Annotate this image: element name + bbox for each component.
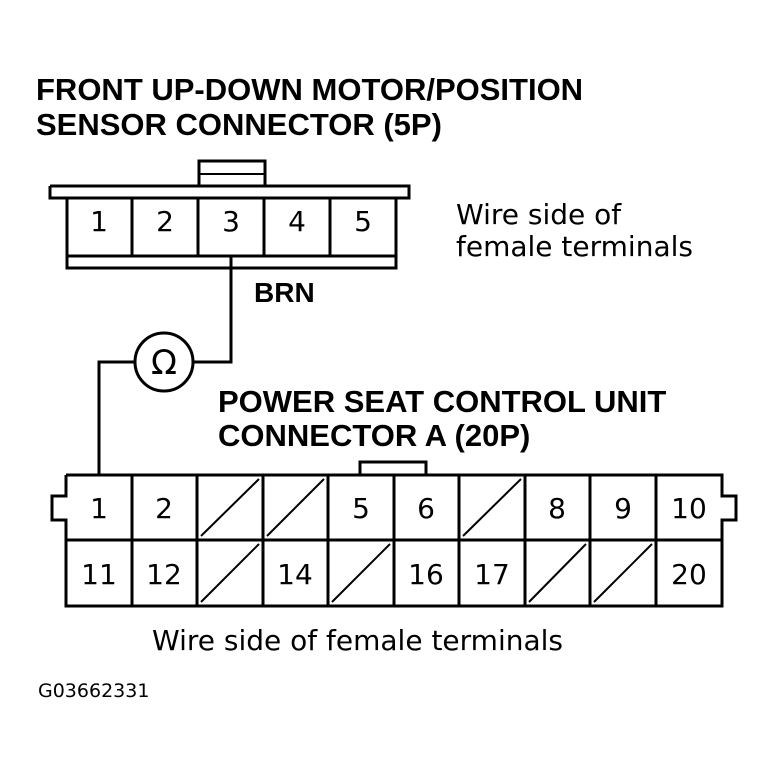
connector-20p-pin-10: 10 — [671, 492, 707, 525]
connector-20p-pin-9: 9 — [614, 492, 632, 525]
empty-cavity-3 — [200, 478, 260, 537]
connector-20p-side-label: Wire side of female terminals — [152, 624, 563, 657]
connector-20p-pin-14: 14 — [277, 558, 313, 591]
wire-color-label: BRN — [254, 277, 315, 308]
empty-cavity-19 — [593, 543, 653, 603]
connector-20p-title-line1: POWER SEAT CONTROL UNIT — [218, 384, 666, 419]
connector-20p-pin-2: 2 — [155, 492, 173, 525]
connector-20p-pin-8: 8 — [548, 492, 566, 525]
connector-20p-pin-1: 1 — [90, 492, 108, 525]
wire-brn — [194, 256, 233, 364]
connector-5p-pin-4: 4 — [288, 205, 306, 238]
empty-cavity-18 — [528, 543, 587, 603]
connector-20p-pin-6: 6 — [417, 492, 435, 525]
connector-5p-side-label-line1: Wire side of — [456, 198, 622, 231]
connector-20p-pin-17: 17 — [474, 558, 510, 591]
connector-5p-title-line2: SENSOR CONNECTOR (5P) — [36, 107, 442, 142]
connector-20p-pin-16: 16 — [408, 558, 444, 591]
ohmmeter-icon: Ω — [133, 331, 195, 393]
connector-5p-pin-2: 2 — [156, 205, 174, 238]
connector-20p: 1 2 5 6 8 9 10 11 12 14 16 17 20 — [50, 460, 738, 608]
connector-5p-pin-1: 1 — [90, 205, 108, 238]
connector-20p-latch — [358, 460, 428, 477]
connector-5p: 1 2 3 4 5 — [48, 159, 411, 270]
ohm-symbol: Ω — [151, 343, 177, 383]
connector-20p-title-line2: CONNECTOR A (20P) — [218, 418, 530, 453]
empty-cavity-13 — [200, 543, 260, 603]
connector-20p-pin-11: 11 — [81, 558, 117, 591]
empty-cavity-15 — [331, 543, 391, 603]
connector-20p-pin-5: 5 — [352, 492, 370, 525]
connector-5p-side-label-line2: female terminals — [456, 230, 693, 263]
connector-5p-title-line1: FRONT UP-DOWN MOTOR/POSITION — [36, 72, 583, 107]
connector-5p-pin-5: 5 — [354, 205, 372, 238]
figure-code: G03662331 — [38, 680, 149, 702]
connector-20p-pin-12: 12 — [146, 558, 182, 591]
connector-20p-pin-20: 20 — [671, 558, 707, 591]
wire-meter-lead — [97, 360, 135, 475]
empty-cavity-7 — [462, 478, 522, 537]
empty-cavity-4 — [266, 478, 325, 537]
connector-5p-pin-3: 3 — [222, 205, 240, 238]
